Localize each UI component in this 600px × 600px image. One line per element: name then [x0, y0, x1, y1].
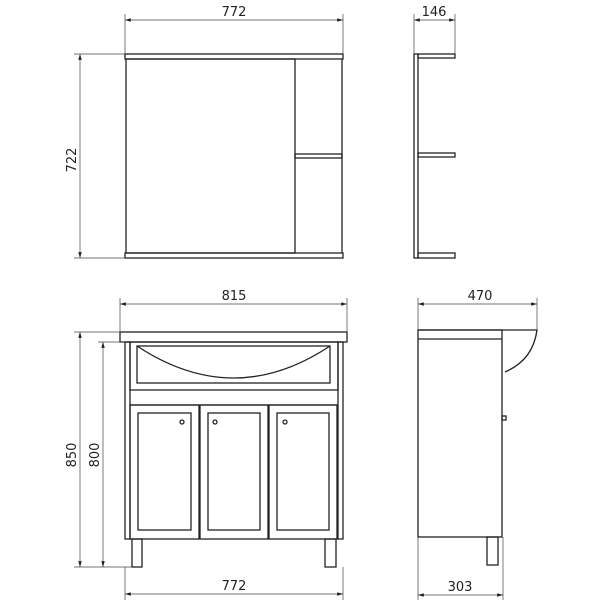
vanity-body-width-dimension: 772: [124, 567, 344, 600]
mirror-height-dimension: 722: [65, 53, 125, 259]
door-knob-icon: [282, 419, 288, 425]
door-knob-icon: [212, 419, 218, 425]
vanity-side-view: [417, 329, 538, 566]
vanity-top-width-dimension: 815: [119, 289, 348, 332]
vanity-total-height-label: 850: [65, 443, 80, 468]
mirror-depth-label: 146: [422, 5, 447, 20]
vanity-body-height-label: 800: [88, 443, 103, 468]
door-knob-icon: [179, 419, 185, 425]
vanity-top-depth-dimension: 470: [417, 289, 538, 330]
knob-icon: [501, 415, 507, 421]
vanity-body-depth-dimension: 303: [417, 537, 504, 600]
vanity-body-width-label: 772: [222, 579, 247, 594]
mirror-width-label: 772: [222, 5, 247, 20]
vanity-top-depth-label: 470: [468, 289, 493, 304]
mirror-height-label: 722: [65, 148, 80, 173]
vanity-front-view: [119, 331, 348, 568]
vanity-total-height-dimension: 850: [65, 331, 132, 568]
vanity-body-depth-label: 303: [448, 580, 473, 595]
vanity-top-width-label: 815: [222, 289, 247, 304]
vanity-body-height-dimension: 800: [88, 341, 125, 567]
mirror-width-dimension: 772: [124, 5, 344, 54]
mirror-side-view: [413, 53, 456, 259]
mirror-front-view: [124, 53, 344, 259]
mirror-depth-dimension: 146: [413, 5, 456, 54]
